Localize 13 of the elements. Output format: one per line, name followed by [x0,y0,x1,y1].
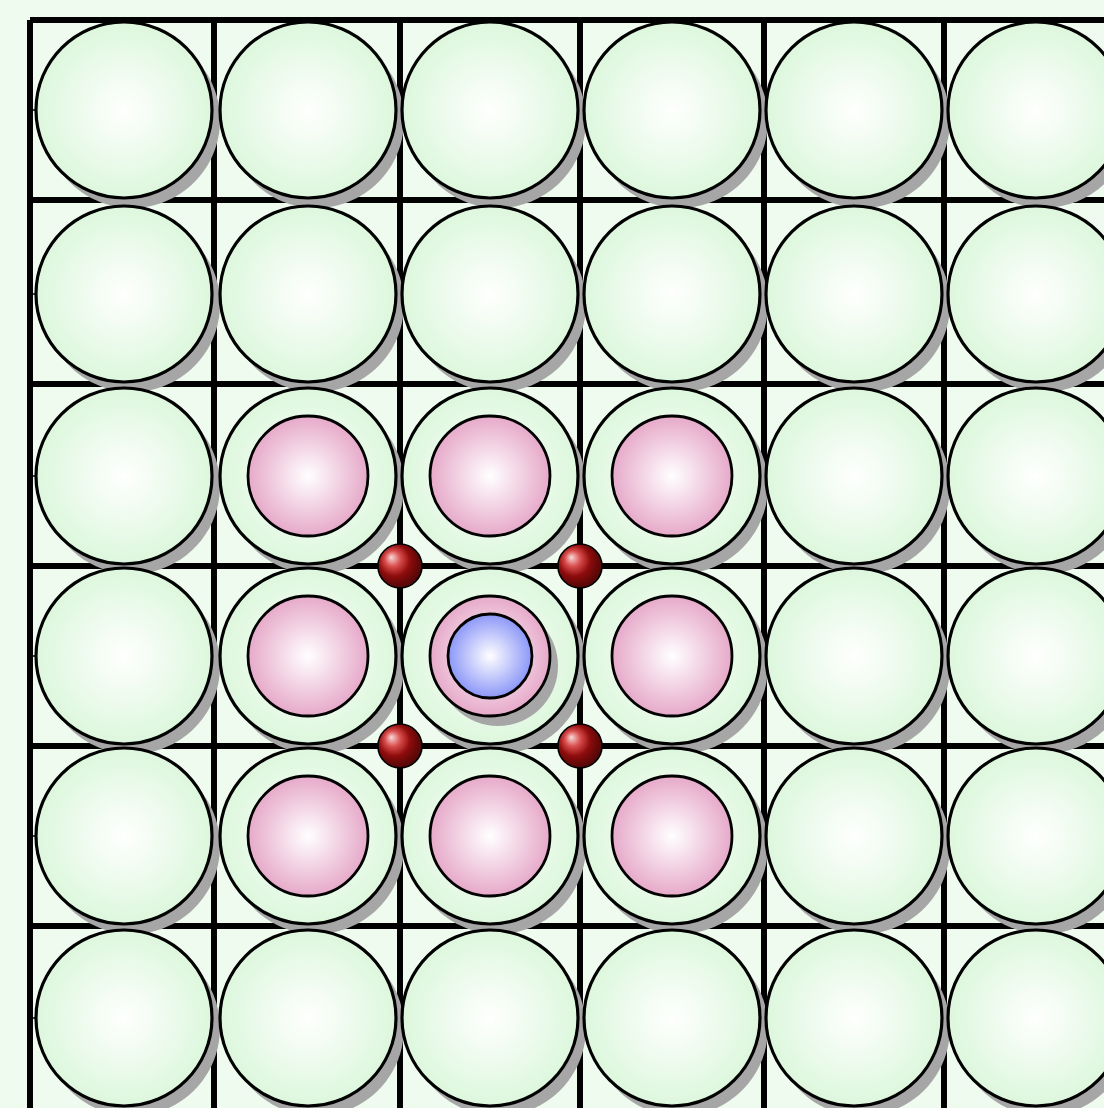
sphere [610,594,734,718]
sphere [428,774,552,898]
sphere [428,414,552,538]
small-sphere [557,723,603,769]
small-sphere [557,543,603,589]
sphere [246,594,370,718]
small-sphere [377,543,423,589]
sphere [610,774,734,898]
sphere [610,414,734,538]
sphere [246,774,370,898]
small-sphere [377,723,423,769]
sphere [446,612,534,700]
sphere [246,414,370,538]
